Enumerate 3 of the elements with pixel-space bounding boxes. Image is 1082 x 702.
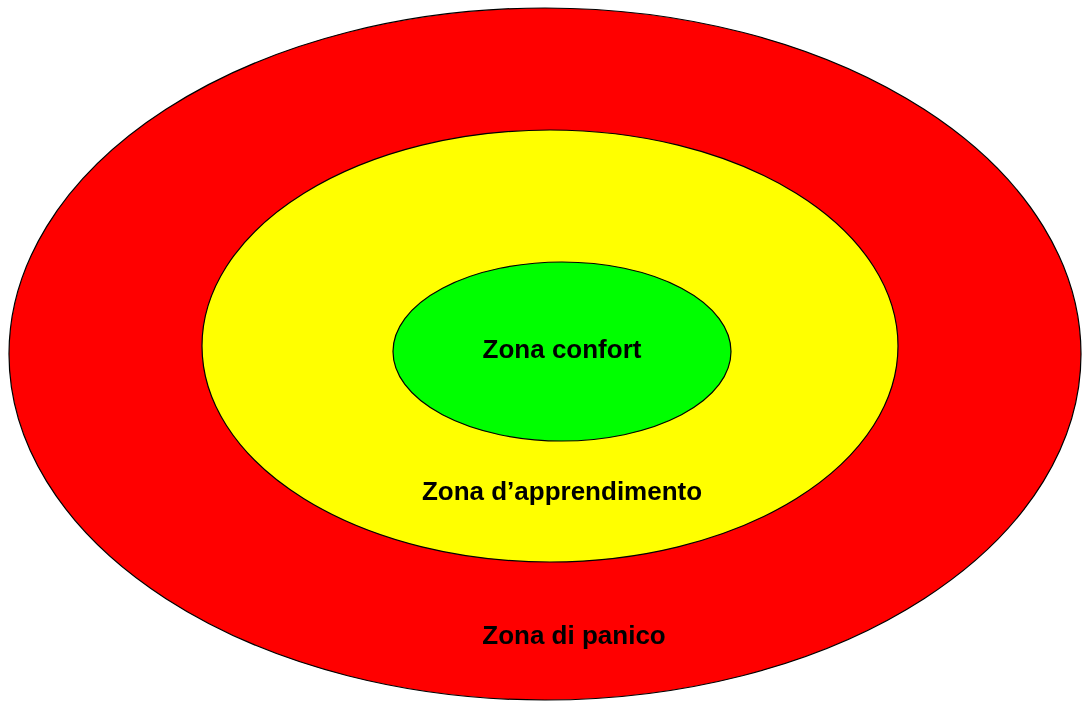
zone-label: Zona d’apprendimento: [421, 476, 703, 508]
zone-label: Zona di panico: [482, 620, 666, 652]
zone-label: Zona confort: [482, 334, 642, 366]
